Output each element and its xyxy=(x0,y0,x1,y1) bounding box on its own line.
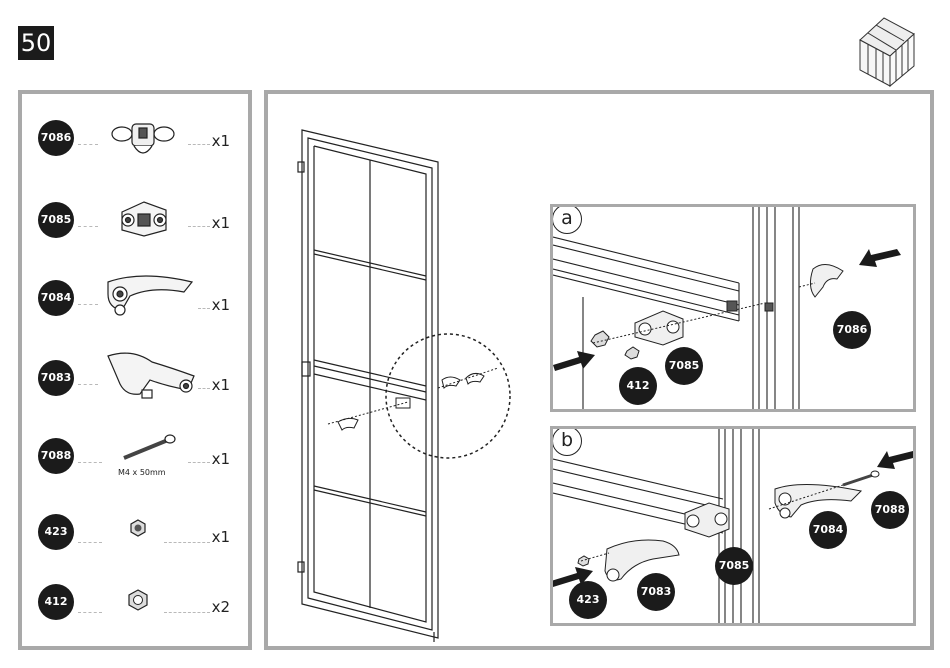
parts-list-panel: 7086 x1 7085 x1 7084 xyxy=(18,90,252,650)
nut-412-image xyxy=(126,588,150,612)
part-row-7085: 7085 x1 xyxy=(22,190,248,250)
callout-badge: 7085 xyxy=(665,347,703,385)
part-row-7084: 7084 x1 xyxy=(22,270,248,330)
direction-arrow xyxy=(857,247,901,273)
part-row-7088: 7088 M4 x 50mm x1 xyxy=(22,428,248,488)
leader-line xyxy=(78,612,102,613)
assembly-panel: a 7086 7085 412 xyxy=(264,90,934,650)
part-row-7086: 7086 x1 xyxy=(22,108,248,168)
part-code-badge: 7085 xyxy=(38,202,74,238)
part-quantity: x1 xyxy=(212,132,230,150)
leader-line xyxy=(78,226,98,227)
part-code-badge: 423 xyxy=(38,514,74,550)
nut-423-image xyxy=(128,518,148,538)
part-code-badge: 7084 xyxy=(38,280,74,316)
part-quantity: x2 xyxy=(212,598,230,616)
direction-arrow xyxy=(877,449,916,475)
greenhouse-icon xyxy=(852,10,922,88)
direction-arrow xyxy=(553,349,597,375)
leader-line xyxy=(198,308,210,309)
part-code-badge: 7083 xyxy=(38,360,74,396)
door-frame-drawing xyxy=(288,124,528,644)
part-quantity: x1 xyxy=(212,450,230,468)
leader-line xyxy=(188,144,210,145)
part-quantity: x1 xyxy=(212,296,230,314)
part-row-7083: 7083 x1 xyxy=(22,350,248,410)
part-quantity: x1 xyxy=(212,528,230,546)
callout-badge: 7088 xyxy=(871,491,909,529)
detail-b-panel: b 7088 7084 7085 423 7083 xyxy=(550,426,916,626)
detail-a-panel: a 7086 7085 412 xyxy=(550,204,916,412)
hinge-clip-7086-image xyxy=(108,114,178,164)
part-code-badge: 412 xyxy=(38,584,74,620)
leader-line xyxy=(78,144,98,145)
leader-line xyxy=(78,462,102,463)
callout-badge: 7083 xyxy=(637,573,675,611)
leader-line xyxy=(164,542,210,543)
detail-b-drawing xyxy=(553,429,913,623)
part-code-badge: 7086 xyxy=(38,120,74,156)
leader-line xyxy=(78,304,98,305)
direction-arrow xyxy=(551,563,595,589)
leader-line xyxy=(78,384,98,385)
detail-a-drawing xyxy=(553,207,913,409)
leader-line xyxy=(198,388,210,389)
leader-line xyxy=(188,462,210,463)
callout-badge: 412 xyxy=(619,367,657,405)
detail-b-label: b xyxy=(552,426,582,456)
callout-badge: 7086 xyxy=(833,311,871,349)
leader-line xyxy=(164,612,210,613)
step-number: 50 xyxy=(18,26,54,60)
detail-a-label: a xyxy=(552,204,582,234)
part-row-412: 412 x2 xyxy=(22,584,248,644)
bolt-7088-image xyxy=(120,432,180,462)
leader-line xyxy=(188,226,210,227)
part-quantity: x1 xyxy=(212,214,230,232)
hinge-arm-7084-image xyxy=(102,270,198,320)
part-quantity: x1 xyxy=(212,376,230,394)
hinge-arm-7083-image xyxy=(102,346,202,404)
part-row-423: 423 x1 xyxy=(22,512,248,572)
callout-badge: 7084 xyxy=(809,511,847,549)
callout-badge: 7085 xyxy=(715,547,753,585)
hinge-bracket-7085-image xyxy=(114,196,174,242)
part-code-badge: 7088 xyxy=(38,438,74,474)
leader-line xyxy=(78,542,102,543)
bolt-size-note: M4 x 50mm xyxy=(118,468,166,477)
